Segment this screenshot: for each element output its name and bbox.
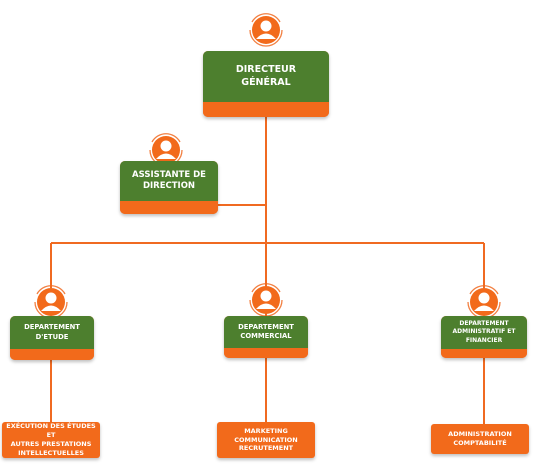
task-commercial: MARKETING COMMUNICATION RECRUTEMENT [217,422,315,458]
person-icon [249,13,283,47]
task-admin: ADMINISTRATION COMPTABILITÉ [431,424,529,454]
node-label: DEPARTEMENT D'ETUDE [10,316,94,349]
task-etude: EXÉCUTION DES ÉTUDES ET AUTRES PRESTATIO… [2,422,100,458]
node-accent-bar [120,201,218,214]
task-label: ADMINISTRATION COMPTABILITÉ [448,430,512,447]
node-label: DIRECTEUR GÉNÉRAL [203,51,329,102]
node-directeur-general: DIRECTEUR GÉNÉRAL [203,51,329,117]
node-departement-commercial: DEPARTEMENT COMMERCIAL [224,316,308,358]
node-label: DEPARTEMENT COMMERCIAL [224,316,308,348]
node-departement-administratif-financier: DEPARTEMENT ADMINISTRATIF ET FINANCIER [441,316,527,358]
node-accent-bar [10,349,94,360]
node-departement-etude: DEPARTEMENT D'ETUDE [10,316,94,360]
node-label: ASSISTANTE DE DIRECTION [120,161,218,201]
task-label: EXÉCUTION DES ÉTUDES ET AUTRES PRESTATIO… [6,422,96,457]
node-label: DEPARTEMENT ADMINISTRATIF ET FINANCIER [441,316,527,349]
node-accent-bar [203,102,329,117]
task-label: MARKETING COMMUNICATION RECRUTEMENT [234,426,298,453]
person-icon [249,283,283,317]
node-accent-bar [441,349,527,358]
node-assistante-direction: ASSISTANTE DE DIRECTION [120,161,218,214]
node-accent-bar [224,348,308,358]
